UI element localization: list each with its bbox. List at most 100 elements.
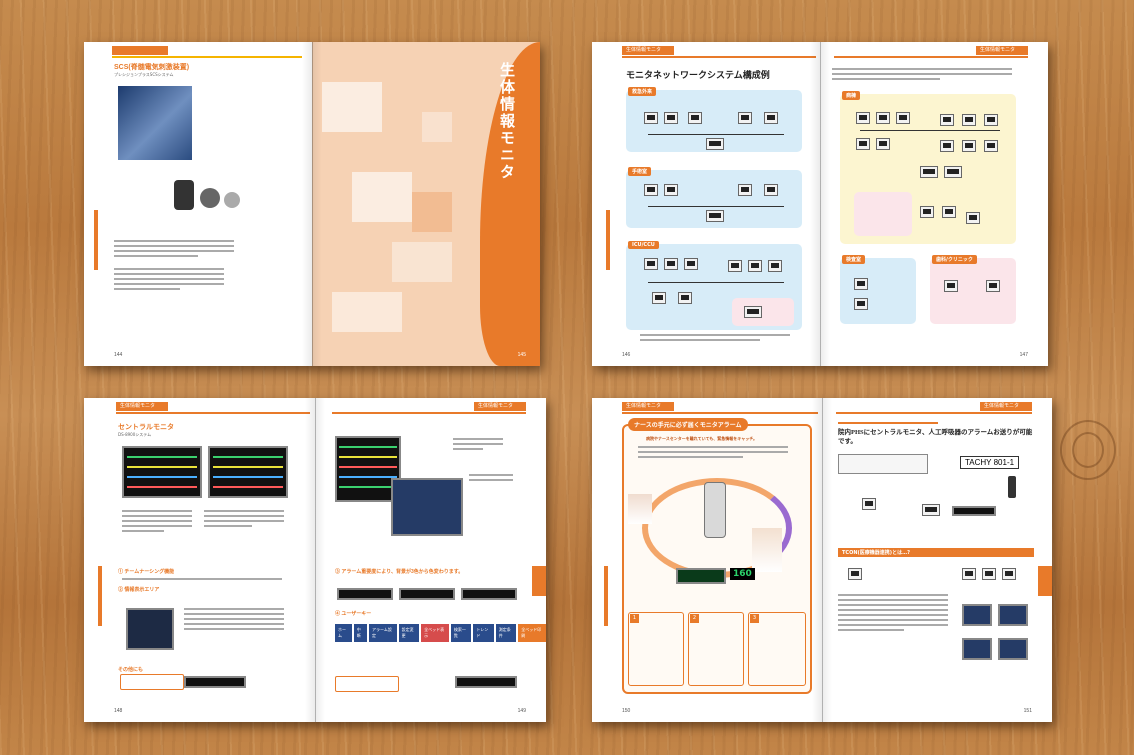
monitor (764, 112, 778, 124)
section-eyebrow (838, 422, 938, 427)
patient-image (628, 494, 652, 524)
spec-text (204, 510, 284, 530)
zone-label: 歯科/クリニック (932, 255, 977, 264)
zone-label: 救急外来 (628, 87, 657, 96)
header-rule (332, 412, 526, 414)
page-151: 生体情報モニタ 院内PHSにセントラルモニタ、人工呼吸器のアラームお送りが可能で… (822, 398, 1052, 722)
decorative-squares (312, 42, 540, 366)
header-rule (834, 56, 1028, 58)
alarm-sample (399, 588, 455, 600)
callout-box (120, 674, 184, 690)
monitor (982, 568, 996, 580)
side-marker (94, 210, 98, 270)
monitor (856, 138, 870, 150)
network-cable (648, 282, 784, 283)
zone-sub (854, 192, 912, 236)
monitor (966, 212, 980, 224)
zone-sub (732, 298, 794, 326)
monitor (644, 258, 658, 270)
footnote-text (640, 334, 790, 344)
gutter (810, 42, 830, 366)
key-trend[interactable]: トレンド (473, 624, 494, 642)
monitor (922, 504, 940, 516)
implant-device-image (224, 192, 240, 208)
gutter (302, 42, 322, 366)
body-text (838, 594, 948, 634)
monitor (644, 184, 658, 196)
section-heading: その他にも (118, 667, 144, 673)
header-rule (112, 56, 302, 58)
page-header: 生体情報モニタ (976, 46, 1028, 55)
monitor (854, 278, 868, 290)
page-number: 151 (1023, 708, 1032, 714)
monitor (738, 184, 752, 196)
step-badge: 1 (630, 614, 639, 623)
monitor (862, 498, 876, 510)
key-pause[interactable]: 中断 (353, 624, 367, 642)
key-home[interactable]: ホーム (335, 624, 352, 642)
zone-label: 病棟 (842, 91, 861, 100)
monitor (652, 292, 666, 304)
monitor (896, 112, 910, 124)
header-rule (836, 412, 1032, 414)
key-measure[interactable]: 測定条件 (495, 624, 517, 642)
network-cable (648, 206, 784, 207)
monitor (944, 280, 958, 292)
mini-display (952, 506, 996, 516)
side-marker (604, 566, 608, 626)
monitor (876, 138, 890, 150)
page-147: 生体情報モニタ 病棟 検査室 歯科/クリニック 147 (820, 42, 1048, 366)
phs-handset-image (1008, 476, 1016, 498)
monitor (664, 184, 678, 196)
remote-device-image (174, 180, 194, 210)
step-badge: 3 (750, 614, 759, 623)
monitor (962, 140, 976, 152)
charger-device-image (200, 188, 220, 208)
monitor (664, 112, 678, 124)
section-banner: TCON(医療機器連携)とは…? (838, 548, 1034, 557)
key-settings[interactable]: 設定変更 (398, 624, 420, 642)
section-heading: ② 情報表示エリア (118, 587, 160, 593)
monitor (854, 298, 868, 310)
monitor (984, 114, 998, 126)
monitor-screenshot (391, 478, 463, 536)
feature-text (114, 240, 234, 260)
central-monitor (920, 166, 938, 178)
key-print[interactable]: 全ベッド印刷 (518, 624, 546, 642)
zone-lab (840, 258, 916, 324)
product-subtitle: DS-8900システム (118, 432, 152, 437)
zone-label: 検査室 (842, 255, 866, 264)
page-number: 146 (622, 352, 631, 358)
phs-handset-image (704, 482, 726, 538)
monitor (984, 140, 998, 152)
gutter (305, 398, 325, 722)
monitor (688, 112, 702, 124)
key-all-beds[interactable]: 全ベッド表示 (421, 624, 449, 642)
central-monitor (944, 166, 962, 178)
header-rule (622, 56, 816, 58)
central-monitor-display (208, 446, 288, 498)
user-key-bar: ホーム 中断 アラーム設定 設定変更 全ベッド表示 検索一覧 トレンド 測定条件… (335, 624, 546, 642)
monitor (962, 568, 976, 580)
page-number: 147 (1019, 352, 1028, 358)
section-heading: ③ アラーム重要度により、背景が3色から色変わります。 (335, 569, 464, 575)
key-search[interactable]: 検索一覧 (450, 624, 472, 642)
monitor (876, 112, 890, 124)
monitor-screenshot (998, 638, 1028, 660)
monitor (848, 568, 862, 580)
monitor (764, 184, 778, 196)
monitor (684, 258, 698, 270)
monitor (962, 114, 976, 126)
key-alarm[interactable]: アラーム設定 (369, 624, 397, 642)
monitor (728, 260, 742, 272)
central-monitor-display (122, 446, 202, 498)
central-monitor (706, 138, 724, 150)
monitor (856, 112, 870, 124)
zone-label: 手術室 (628, 167, 652, 176)
wood-knot (1072, 432, 1104, 468)
header-rule (116, 412, 310, 414)
page-150: 生体情報モニタ ナースの手元に必ず届くモニタアラーム 病院やナースセンターを離れ… (592, 398, 822, 722)
readout-value: 160 (730, 568, 755, 580)
page-number: 148 (114, 708, 123, 714)
page-145: 生体情報モニタ 145 (312, 42, 540, 366)
